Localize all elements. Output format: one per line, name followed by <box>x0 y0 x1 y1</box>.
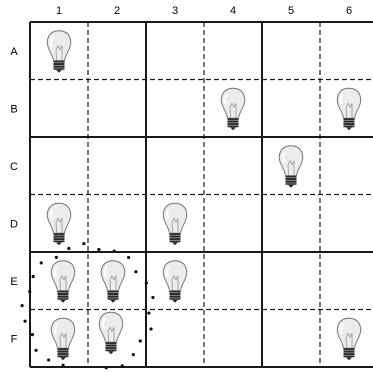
grid-cell-A6[interactable] <box>320 22 373 80</box>
grid-cell-B1[interactable] <box>30 80 88 138</box>
selection-dot <box>132 353 135 356</box>
grid-cell-B5[interactable] <box>262 80 320 138</box>
grid-cell-C6[interactable] <box>320 137 373 195</box>
grid-cell-D2[interactable] <box>88 195 146 253</box>
selection-dot <box>82 242 85 245</box>
grid-cell-D5[interactable] <box>262 195 320 253</box>
selection-dot <box>47 358 50 361</box>
selection-dot <box>35 349 38 352</box>
row-label: C <box>10 161 18 173</box>
grid-cell-A3[interactable] <box>146 22 204 80</box>
column-label: 2 <box>114 5 120 17</box>
grid-cell-F3[interactable] <box>146 310 204 368</box>
grid-cell-B2[interactable] <box>88 80 146 138</box>
selection-dot <box>28 290 31 293</box>
grid-cell-C4[interactable] <box>204 137 262 195</box>
row-label: A <box>10 46 18 58</box>
column-label: 6 <box>346 5 352 17</box>
selection-dot <box>147 311 150 314</box>
selection-dot <box>23 320 26 323</box>
selection-dot <box>139 339 142 342</box>
selection-dot <box>21 304 24 307</box>
selection-dot <box>55 256 58 259</box>
grid-cell-A4[interactable] <box>204 22 262 80</box>
selection-dot <box>105 366 108 369</box>
selection-dot <box>145 282 148 285</box>
grid-cell-A2[interactable] <box>88 22 146 80</box>
column-label: 4 <box>230 5 236 17</box>
row-label: B <box>10 103 17 115</box>
selection-dot <box>134 270 137 273</box>
grid-cell-F5[interactable] <box>262 310 320 368</box>
grid-cell-A5[interactable] <box>262 22 320 80</box>
selection-dot <box>61 364 64 367</box>
grid-cell-D4[interactable] <box>204 195 262 253</box>
row-label: F <box>11 333 18 345</box>
column-label: 3 <box>172 5 178 17</box>
grid-cell-C1[interactable] <box>30 137 88 195</box>
row-label: D <box>10 218 18 230</box>
selection-dot <box>32 275 35 278</box>
grid-cell-C3[interactable] <box>146 137 204 195</box>
grid-cell-F4[interactable] <box>204 310 262 368</box>
column-label: 1 <box>56 5 62 17</box>
selection-dot <box>40 261 43 264</box>
selection-dot <box>149 327 152 330</box>
grid-cell-B3[interactable] <box>146 80 204 138</box>
grid-cell-C2[interactable] <box>88 137 146 195</box>
grid-cell-D6[interactable] <box>320 195 373 253</box>
grid-cell-E4[interactable] <box>204 252 262 310</box>
selection-dot <box>151 296 154 299</box>
selection-dot <box>113 249 116 252</box>
row-label: E <box>10 276 17 288</box>
selection-dot <box>67 247 70 250</box>
selection-dot <box>97 248 100 251</box>
selection-dot <box>127 256 130 259</box>
selection-dot <box>121 364 124 367</box>
grid-cell-E5[interactable] <box>262 252 320 310</box>
selection-dot <box>31 333 34 336</box>
grid-cell-E6[interactable] <box>320 252 373 310</box>
column-label: 5 <box>288 5 294 17</box>
